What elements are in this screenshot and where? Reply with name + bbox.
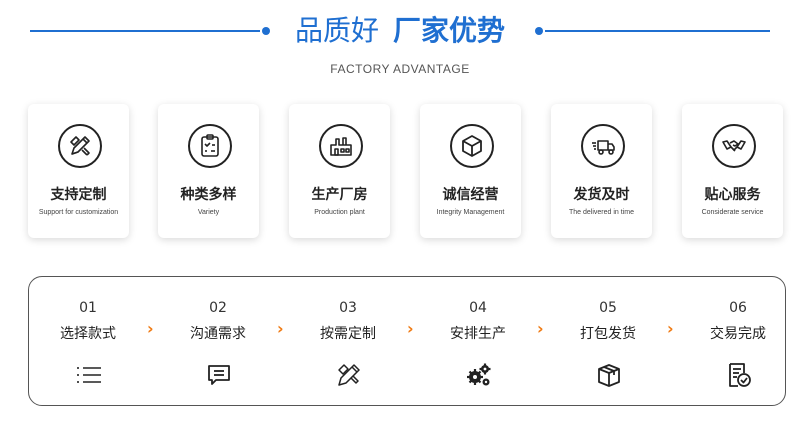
- page-title: 品质好厂家优势: [0, 10, 800, 52]
- advantage-card-service[interactable]: 贴心服务 Considerate service: [682, 104, 783, 238]
- advantage-card-delivery[interactable]: 发货及时 The delivered in time: [551, 104, 652, 238]
- advantage-subtitle: Support for customization: [38, 209, 119, 216]
- chat-icon: [208, 365, 230, 385]
- advantage-title: 生产厂房: [311, 187, 368, 203]
- title-part2: 厂家优势: [393, 14, 506, 47]
- step-number: 05: [599, 300, 617, 316]
- arrow-icon: ›: [537, 319, 544, 338]
- advantage-title: 种类多样: [180, 187, 237, 203]
- step-number: 04: [469, 300, 487, 316]
- step-label: 安排生产: [450, 326, 506, 342]
- process-panel: [28, 276, 786, 406]
- step-number: 03: [339, 300, 357, 316]
- advantage-subtitle: Integrity Management: [436, 209, 505, 216]
- advantage-subtitle: Production plant: [314, 209, 365, 216]
- step-number: 01: [79, 300, 97, 316]
- advantage-subtitle: The delivered in time: [569, 209, 634, 216]
- advantage-subtitle: Variety: [197, 209, 220, 216]
- step-label: 交易完成: [710, 326, 766, 342]
- title-part1: 品质好: [294, 14, 379, 47]
- advantage-card-variety[interactable]: 种类多样 Variety: [158, 104, 259, 238]
- step-number: 06: [729, 300, 747, 316]
- delivery-truck-icon: [581, 124, 625, 168]
- arrow-icon: ›: [407, 319, 414, 338]
- arrow-icon: ›: [277, 319, 284, 338]
- header-dot-right: [535, 27, 543, 35]
- step-number: 02: [209, 300, 227, 316]
- step-label: 打包发货: [580, 326, 636, 342]
- arrow-icon: ›: [667, 319, 674, 338]
- gears-icon: [467, 363, 491, 386]
- page-subtitle: FACTORY ADVANTAGE: [330, 62, 470, 76]
- document-check-icon: [729, 363, 751, 387]
- advantage-subtitle: Considerate service: [701, 209, 764, 216]
- list-icon: [77, 367, 101, 383]
- clipboard-checklist-icon: [188, 124, 232, 168]
- step-label: 按需定制: [320, 326, 376, 342]
- package-icon: [598, 364, 620, 387]
- cube-icon: [450, 124, 494, 168]
- arrow-icon: ›: [147, 319, 154, 338]
- advantage-title: 贴心服务: [704, 187, 761, 203]
- advantage-cards: 支持定制 Support for customization 种类多样 Vari…: [28, 104, 788, 240]
- advantage-card-production-plant[interactable]: 生产厂房 Production plant: [289, 104, 390, 238]
- step-label: 选择款式: [60, 326, 116, 342]
- header-line-left: [30, 30, 260, 32]
- pencil-ruler-icon: [338, 364, 360, 386]
- pencil-ruler-icon: [58, 124, 102, 168]
- advantage-card-customization[interactable]: 支持定制 Support for customization: [28, 104, 129, 238]
- header-dot-left: [262, 27, 270, 35]
- advantage-title: 发货及时: [573, 187, 630, 203]
- step-label: 沟通需求: [190, 326, 246, 342]
- advantage-card-integrity[interactable]: 诚信经营 Integrity Management: [420, 104, 521, 238]
- handshake-icon: [712, 124, 756, 168]
- header-line-right: [545, 30, 770, 32]
- factory-icon: [319, 124, 363, 168]
- advantage-title: 诚信经营: [442, 187, 499, 203]
- advantage-title: 支持定制: [50, 187, 107, 203]
